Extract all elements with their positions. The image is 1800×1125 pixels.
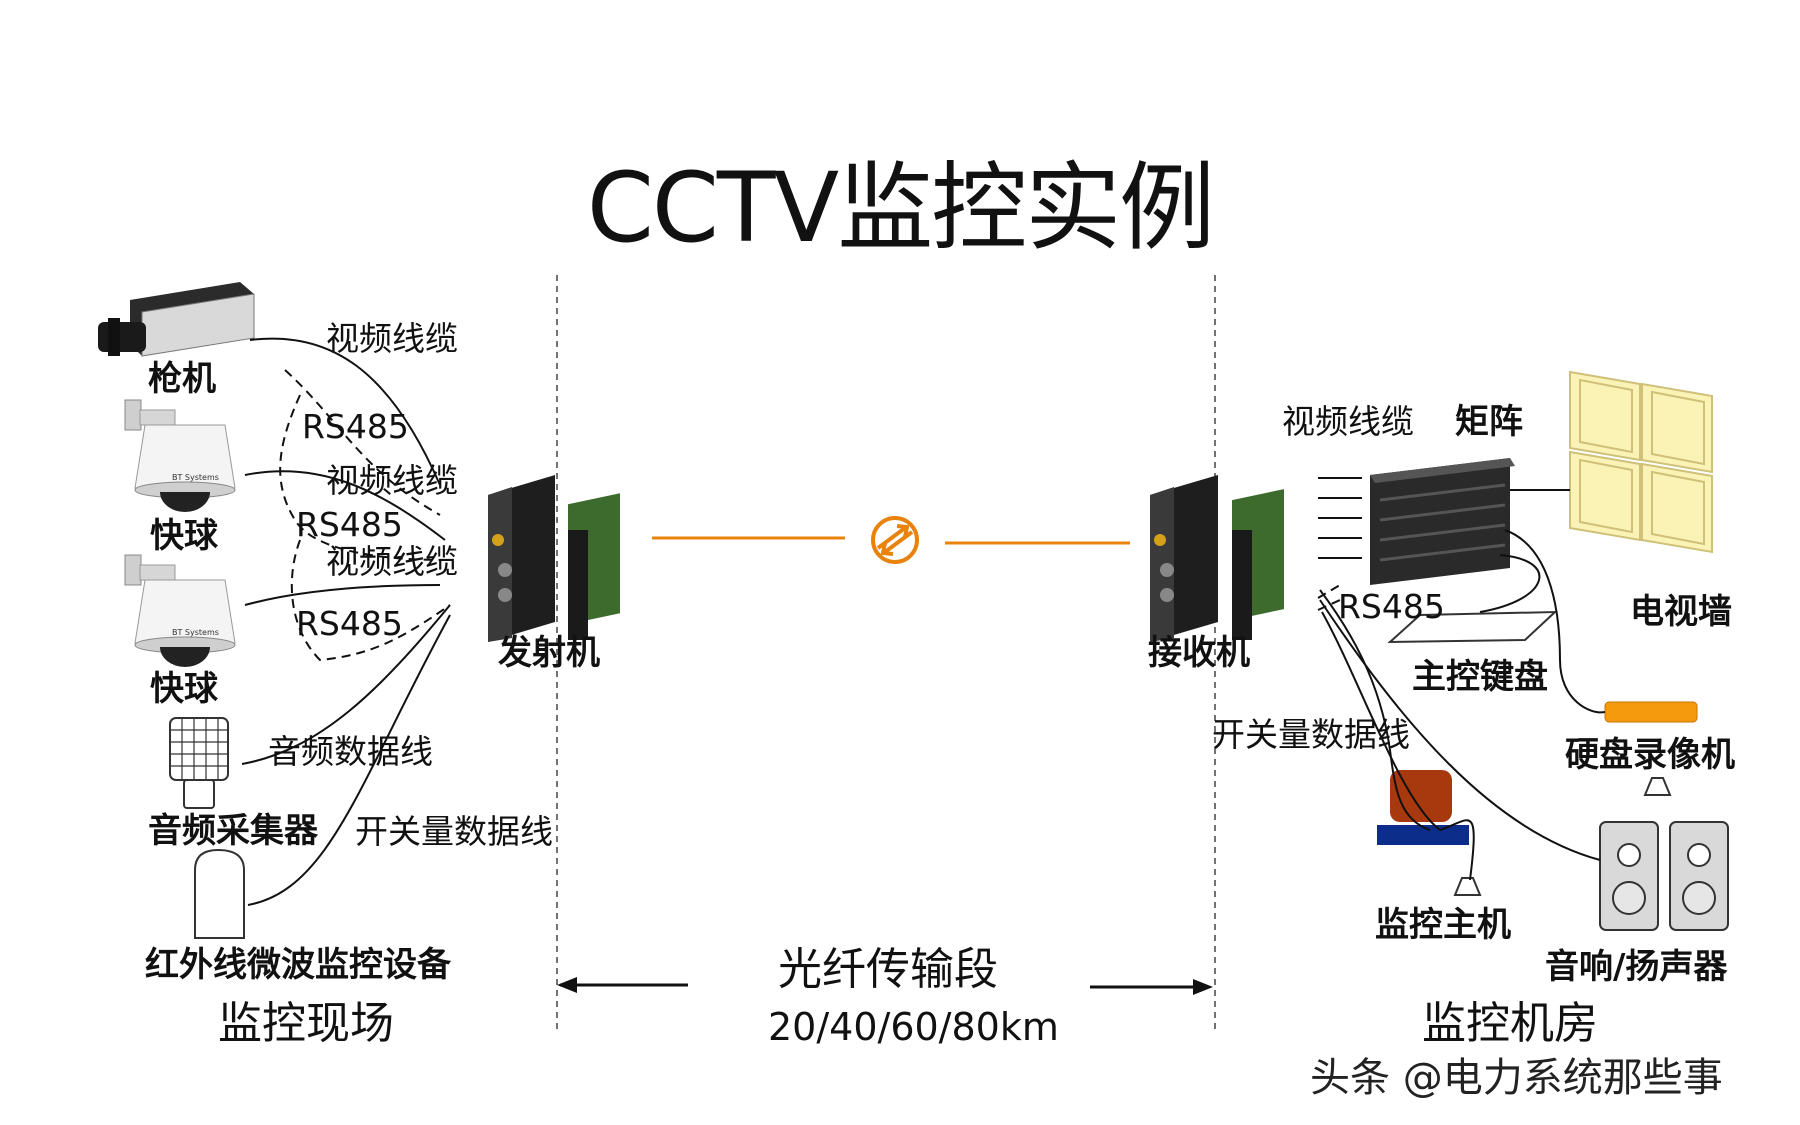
page-title: CCTV监控实例 [586,152,1215,264]
monitor-host-icon [1377,770,1482,896]
svg-text:BT Systems: BT Systems [172,473,219,482]
label-video-cable-3: 视频线缆 [326,542,458,581]
left-rs485-cables [279,369,451,662]
label-gun-camera: 枪机 [148,359,216,399]
label-audio-collector: 音频采集器 [148,811,318,851]
label-transmitter: 发射机 [498,633,600,673]
tv-wall-icon [1569,370,1713,554]
label-tv-wall: 电视墙 [1630,592,1732,632]
label-keyboard: 主控键盘 [1412,657,1548,697]
label-dome-camera-2: 快球 [150,669,218,709]
gun-camera-icon [98,282,255,357]
section-site: 监控现场 [218,998,394,1049]
audio-collector-icon [169,717,229,809]
distance-arrow-right [1090,979,1213,995]
label-video-cable-1: 视频线缆 [326,319,458,358]
label-rs485-2: RS485 [296,505,403,544]
label-matrix: 矩阵 [1455,402,1523,442]
label-switch-cable-left: 开关量数据线 [355,812,553,851]
distance-arrow-left [557,977,688,993]
label-audio-cable: 音频数据线 [268,732,433,771]
speaker-icon [1599,821,1729,931]
dome-camera-icon-2: BT Systems [124,554,236,667]
label-rs485-3: RS485 [296,604,403,643]
dvr-icon [1604,701,1698,796]
receiver-icon [1150,475,1284,642]
section-fiber: 光纤传输段 [778,944,998,995]
label-dvr: 硬盘录像机 [1565,735,1735,775]
right-rs485-cables [1317,584,1341,611]
fiber-distance: 20/40/60/80km [768,1005,1059,1049]
matrix-icon [1370,458,1515,585]
label-video-cable-2: 视频线缆 [326,461,458,500]
label-speaker: 音响/扬声器 [1545,947,1728,987]
dome-camera-icon-1: BT Systems [124,399,236,512]
svg-text:BT Systems: BT Systems [172,628,219,637]
label-rs485-right: RS485 [1338,587,1445,626]
ir-detector-icon [194,848,245,939]
label-receiver: 接收机 [1148,633,1250,673]
section-control-room: 监控机房 [1422,998,1598,1049]
label-monitor-host: 监控主机 [1375,905,1511,945]
left-cables [241,337,451,906]
watermark: 头条 @电力系统那些事 [1310,1055,1723,1101]
label-dome-camera-1: 快球 [150,516,218,556]
label-switch-cable-right: 开关量数据线 [1212,715,1410,754]
matrix-input-lines [1318,477,1362,559]
label-rs485-1: RS485 [302,407,409,446]
fiber-link-icon [871,516,919,564]
keyboard-icon [1387,610,1558,644]
right-cables [1319,489,1606,881]
label-ir-detector: 红外线微波监控设备 [145,945,451,985]
label-video-cable-right: 视频线缆 [1282,402,1414,441]
transmitter-icon [488,475,620,642]
